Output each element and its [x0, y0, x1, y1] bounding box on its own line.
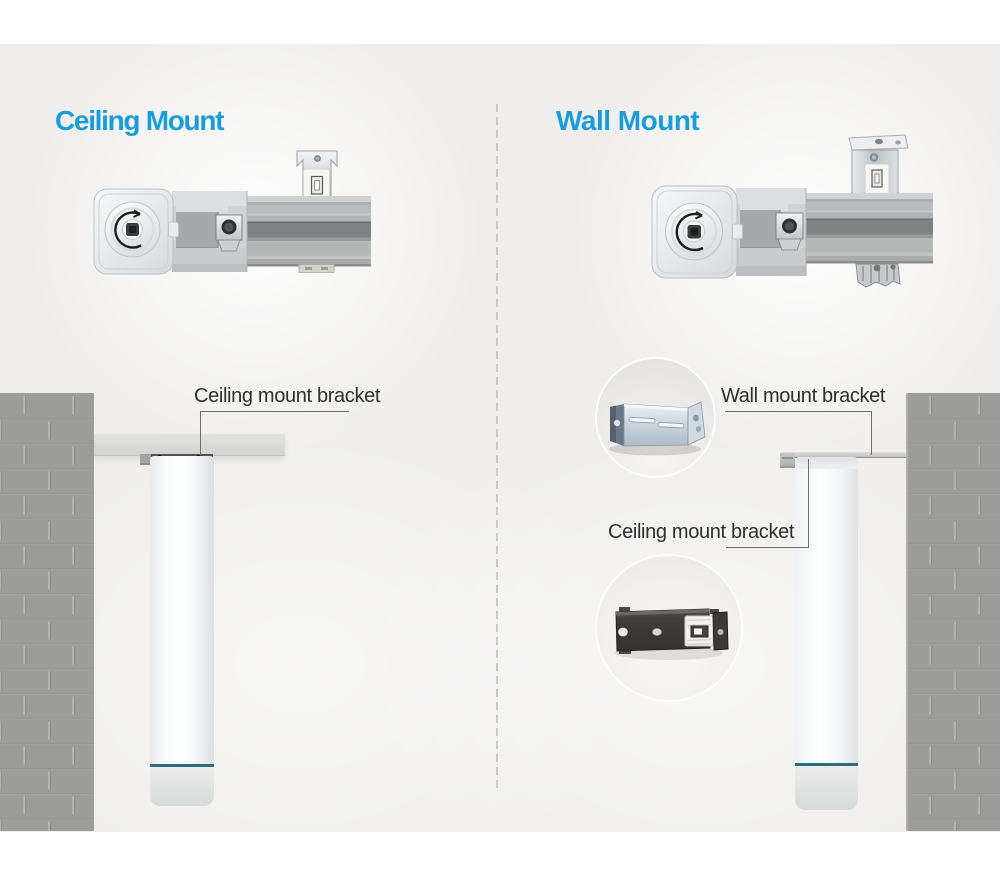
leader-line: [726, 547, 809, 548]
ceiling-bracket-inset-photo: [595, 554, 743, 702]
motor-teal-band: [150, 764, 214, 767]
motor-head-icon: [93, 188, 179, 275]
track-rail-icon: [805, 193, 933, 264]
motor-body: [795, 469, 858, 763]
left-brick-wall: [0, 393, 94, 831]
motor-housing-icon: [736, 188, 807, 276]
clamp-screw-icon: [775, 212, 804, 251]
motor-head-icon: [651, 185, 743, 279]
motor-teal-band: [795, 763, 858, 766]
right-wall-bracket-label: Wall mount bracket: [721, 385, 886, 407]
left-ceiling-bracket-label: Ceiling mount bracket: [194, 385, 381, 407]
leader-line: [200, 411, 349, 412]
ceiling-mount-track-photo: [93, 150, 371, 275]
rail-wall-bracket-icon: [848, 134, 909, 197]
leader-line: [725, 411, 872, 412]
right-brick-wall: [906, 393, 1000, 831]
motor-bottom-cap: [795, 766, 858, 810]
wall-bracket-inset-photo: [595, 357, 716, 478]
ceiling-slab: [94, 434, 285, 456]
rail-ceiling-bracket-icon: [296, 150, 338, 200]
clamp-screw-icon: [215, 214, 243, 252]
motor-body: [150, 456, 214, 764]
ceiling-bracket-icon: [615, 607, 729, 660]
right-ceiling-bracket-label: Ceiling mount bracket: [608, 521, 795, 543]
rail-bottom-tab-icon: [298, 264, 335, 273]
wall-bracket-icon: [609, 401, 706, 456]
ceiling-bracket-clip: [140, 454, 152, 465]
track-rail-icon: [246, 196, 371, 267]
ceiling-mount-title: Ceiling Mount: [55, 105, 224, 136]
wall-mount-title: Wall Mount: [556, 105, 700, 136]
leader-line: [200, 411, 201, 455]
wall-mount-track-photo: [651, 134, 933, 288]
wall-bracket-clip: [780, 453, 795, 468]
right-motor-unit: [795, 457, 858, 810]
motor-bottom-cap: [150, 767, 214, 806]
left-motor-unit: [150, 456, 214, 806]
dashed-divider: [496, 104, 498, 790]
leader-line: [871, 411, 872, 455]
leader-line: [808, 459, 809, 548]
rail-bottom-bracket-icon: [855, 263, 901, 288]
